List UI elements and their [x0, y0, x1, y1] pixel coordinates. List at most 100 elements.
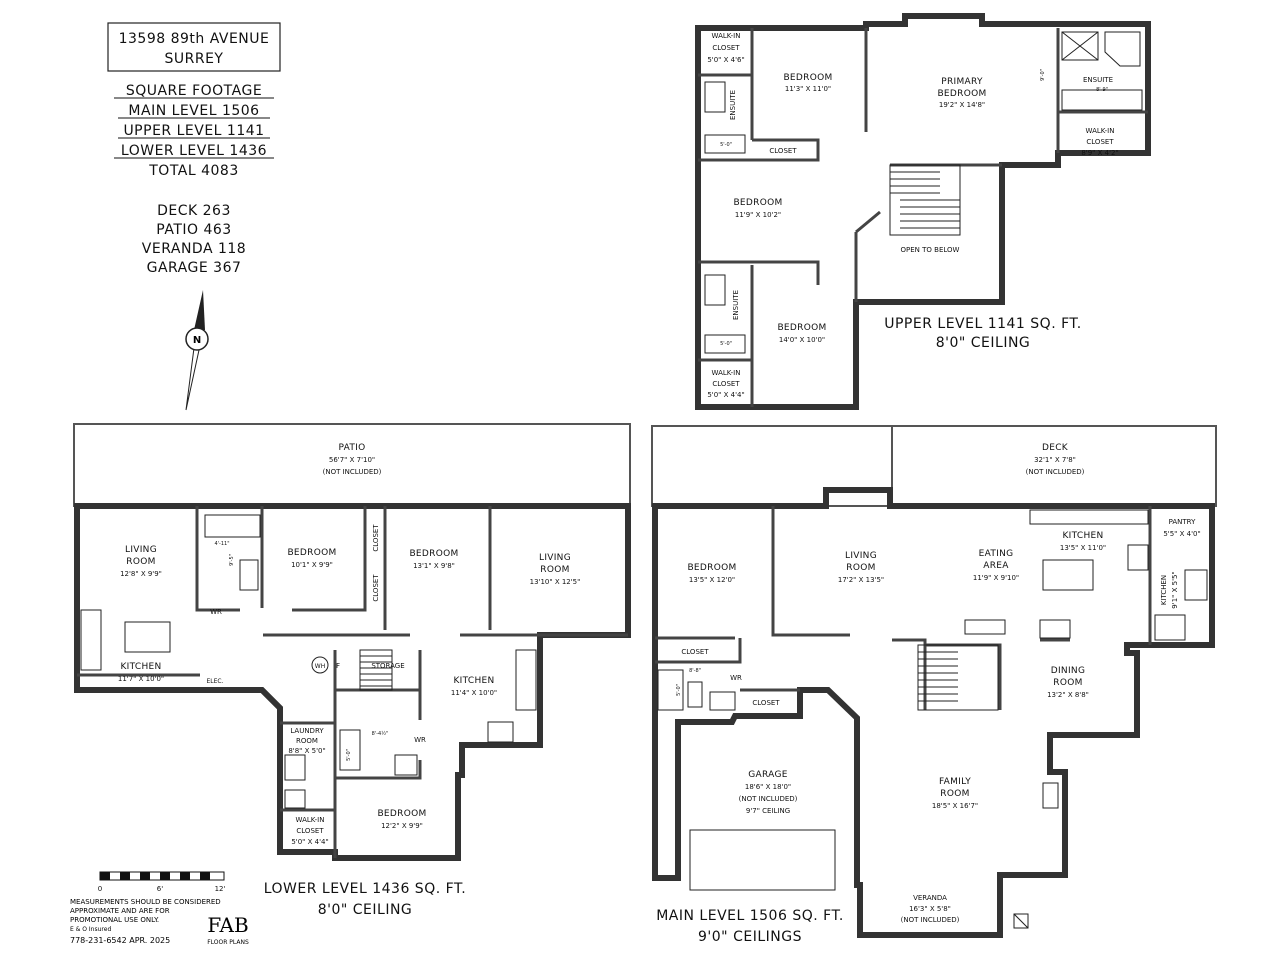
upper-walkin2-name2: CLOSET — [712, 380, 740, 388]
main-living-name2: ROOM — [846, 563, 875, 573]
lower-wr2: WR — [414, 736, 426, 744]
upper-walkin1-name2: CLOSET — [712, 44, 740, 52]
upper-dim-5-0a: 5'-0" — [720, 142, 732, 148]
lower-living1-dim: 12'8" X 9'9" — [120, 570, 162, 578]
lower-living1-name: LIVING — [125, 545, 157, 555]
lower-wr1: WR — [210, 608, 222, 616]
lower-kitchen1-dim: 11'7" X 10'0" — [118, 675, 164, 683]
main-kitchen-dim: 13'5" X 11'0" — [1060, 544, 1106, 552]
main-eating-name: EATING — [979, 549, 1014, 559]
main-bed-dim: 13'5" X 12'0" — [689, 576, 735, 584]
main-veranda-dim: 16'3" X 5'8" — [909, 905, 951, 913]
extra-patio: PATIO 463 — [156, 222, 231, 238]
main-bath-dim2: 5'-0" — [676, 684, 682, 696]
main-closet2: CLOSET — [752, 699, 780, 707]
compass-letter: N — [193, 335, 201, 346]
fab-logo: FAB FLOOR PLANS — [207, 913, 249, 946]
sqft-lower: LOWER LEVEL 1436 — [121, 143, 267, 159]
lower-closet-v1: CLOSET — [372, 524, 380, 552]
sqft-upper: UPPER LEVEL 1141 — [123, 123, 264, 139]
upper-bed2-name: BEDROOM — [733, 198, 782, 208]
main-family-name: FAMILY — [939, 777, 971, 787]
upper-walkin-p-name: WALK-IN — [1086, 127, 1115, 135]
upper-level-title: UPPER LEVEL 1141 SQ. FT. — [884, 316, 1082, 332]
lower-f: F — [336, 662, 340, 670]
lower-bed1-dim: 10'1" X 9'9" — [291, 561, 333, 569]
main-garage-note: (NOT INCLUDED) — [739, 795, 798, 803]
upper-dim-9-0: 9'-0" — [1040, 69, 1046, 81]
lower-closet-v2: CLOSET — [372, 574, 380, 602]
main-kitchen2-dim: 9'1" X 5'5" — [1171, 571, 1179, 608]
upper-bed3-dim: 14'0" X 10'0" — [779, 336, 825, 344]
extra-veranda: VERANDA 118 — [142, 241, 246, 257]
upper-ensuite2: ENSUITE — [732, 290, 740, 320]
lower-wh: WH — [315, 663, 325, 670]
lower-bed3-dim: 12'2" X 9'9" — [381, 822, 423, 830]
upper-level-ceiling: 8'0" CEILING — [936, 335, 1031, 351]
upper-ensuite-primary: ENSUITE — [1083, 76, 1113, 84]
sqft-total: TOTAL 4083 — [148, 163, 239, 179]
main-garage-ceiling: 9'7" CEILING — [746, 807, 790, 815]
sqft-main: MAIN LEVEL 1506 — [128, 103, 259, 119]
upper-walkin-p-name2: CLOSET — [1086, 138, 1114, 146]
upper-walkin-p-dim: 8'9" X 4'2" — [1081, 149, 1118, 157]
main-deck-name: DECK — [1042, 443, 1069, 453]
lower-living2-name: LIVING — [539, 553, 571, 563]
square-footage-summary: SQUARE FOOTAGE MAIN LEVEL 1506 UPPER LEV… — [114, 83, 274, 179]
upper-walkin2-dim: 5'0" X 4'4" — [707, 391, 744, 399]
upper-open-below: OPEN TO BELOW — [901, 246, 960, 254]
main-bath-dim: 8'-8" — [689, 668, 701, 674]
lower-living2-name2: ROOM — [540, 565, 569, 575]
disclaimer: MEASUREMENTS SHOULD BE CONSIDERED APPROX… — [70, 898, 221, 945]
lower-level-title: LOWER LEVEL 1436 SQ. FT. — [264, 881, 467, 897]
upper-walkin1-name: WALK-IN — [712, 32, 741, 40]
lower-level-ceiling: 8'0" CEILING — [318, 902, 413, 918]
main-dining-name: DINING — [1051, 666, 1085, 676]
address-line-1: 13598 89th AVENUE — [119, 31, 270, 47]
lower-bed2-name: BEDROOM — [409, 549, 458, 559]
upper-bed1-name: BEDROOM — [783, 73, 832, 83]
lower-walkin-dim: 5'0" X 4'4" — [291, 838, 328, 846]
upper-primary-name: PRIMARY — [941, 77, 983, 87]
sqft-title: SQUARE FOOTAGE — [126, 83, 262, 99]
upper-primary-name2: BEDROOM — [937, 89, 986, 99]
contact-date: 778-231-6542 APR. 2025 — [70, 936, 170, 945]
lower-patio-note: (NOT INCLUDED) — [323, 468, 382, 476]
main-veranda-name: VERANDA — [913, 894, 947, 902]
lower-bath-dim: 4'-11" — [214, 541, 229, 547]
disclaimer-line-3: PROMOTIONAL USE ONLY. — [70, 916, 159, 924]
upper-level-plan: WALK-IN CLOSET 5'0" X 4'6" BEDROOM 11'3"… — [695, 13, 1151, 410]
main-family-dim: 18'5" X 16'7" — [932, 802, 978, 810]
main-garage-dim: 18'6" X 18'0" — [745, 783, 791, 791]
insured-note: E & O Insured — [70, 926, 111, 933]
logo-text: FAB — [207, 913, 248, 937]
lower-walkin-name: WALK-IN — [296, 816, 325, 824]
lower-stairs — [359, 649, 393, 691]
lower-laundry-name2: ROOM — [296, 737, 318, 745]
main-garage-name: GARAGE — [748, 770, 787, 780]
upper-stairs — [889, 164, 961, 236]
lower-kitchen2-dim: 11'4" X 10'0" — [451, 689, 497, 697]
main-family-name2: ROOM — [940, 789, 969, 799]
main-pantry-dim: 5'5" X 4'0" — [1163, 530, 1200, 538]
main-deck-note: (NOT INCLUDED) — [1026, 468, 1085, 476]
disclaimer-line-1: MEASUREMENTS SHOULD BE CONSIDERED — [70, 898, 221, 906]
lower-bath2-dim: 8'-4½" — [372, 730, 389, 737]
lower-bed2-dim: 13'1" X 9'8" — [413, 562, 455, 570]
upper-ensuite1: ENSUITE — [729, 90, 737, 120]
main-living-dim: 17'2" X 13'5" — [838, 576, 884, 584]
upper-walkin1-dim: 5'0" X 4'6" — [707, 56, 744, 64]
main-level-ceiling: 9'0" CEILINGS — [698, 929, 802, 945]
extra-deck: DECK 263 — [157, 203, 231, 219]
extras-summary: DECK 263 PATIO 463 VERANDA 118 GARAGE 36… — [142, 203, 246, 276]
upper-bed2-dim: 11'9" X 10'2" — [735, 211, 781, 219]
main-eating-dim: 11'9" X 9'10" — [973, 574, 1019, 582]
main-eating-name2: AREA — [983, 561, 1009, 571]
upper-primary-dim: 19'2" X 14'8" — [939, 101, 985, 109]
main-level-plan: DECK 32'1" X 7'8" (NOT INCLUDED) BEDROOM… — [651, 425, 1217, 945]
main-living-name: LIVING — [845, 551, 877, 561]
lower-kitchen2-name: KITCHEN — [453, 676, 494, 686]
scale-bar: 0 6' 12' — [98, 871, 225, 893]
main-dining-name2: ROOM — [1053, 678, 1082, 688]
main-deck-dim: 32'1" X 7'8" — [1034, 456, 1076, 464]
